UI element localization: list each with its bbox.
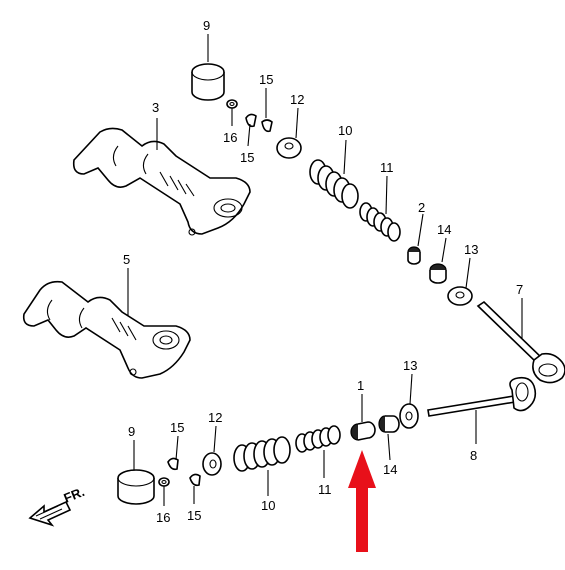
upper-inner-spring-11 — [359, 202, 401, 242]
lower-inner-spring-11 — [295, 425, 341, 453]
callout-upper-14: 14 — [437, 222, 451, 237]
upper-valve-7 — [476, 300, 565, 384]
front-direction-label: FR. — [62, 484, 87, 506]
callout-lower-10: 10 — [261, 498, 275, 513]
callout-upper-10: 10 — [338, 123, 352, 138]
callout-upper-15b: 15 — [240, 150, 254, 165]
callout-lower-12: 12 — [208, 410, 222, 425]
leader-lower-15a — [175, 435, 179, 461]
callout-lower-16: 16 — [156, 510, 170, 525]
upper-tappet-9 — [191, 63, 225, 101]
lower-washer-13 — [399, 403, 419, 429]
upper-camshaft-3 — [72, 127, 251, 236]
callout-upper-16: 16 — [223, 130, 237, 145]
callout-lower-14: 14 — [383, 462, 397, 477]
callout-mid-5: 5 — [123, 252, 130, 267]
callout-lower-9: 9 — [128, 424, 135, 439]
upper-outer-spring-10 — [309, 159, 359, 209]
lower-valve-8 — [427, 376, 537, 417]
leader-upper-12 — [295, 107, 299, 139]
leader-upper-10 — [343, 139, 347, 175]
callout-lower-11: 11 — [318, 482, 332, 497]
callout-upper-3: 3 — [152, 100, 159, 115]
leader-upper-2 — [417, 213, 424, 247]
upper-retainer-12 — [276, 137, 302, 159]
callout-upper-13: 13 — [464, 242, 478, 257]
callout-upper-12: 12 — [290, 92, 304, 107]
upper-seal-14 — [429, 263, 447, 284]
lower-part-1 — [350, 421, 376, 441]
leader-lower-13 — [409, 373, 413, 405]
leader-upper-14 — [441, 237, 447, 263]
leader-upper-15b — [247, 123, 251, 147]
upper-shim-16 — [226, 99, 238, 109]
lower-outer-spring-10 — [233, 436, 291, 472]
upper-keepers-15 — [245, 113, 273, 133]
callout-lower-15b: 15 — [187, 508, 201, 523]
callout-upper-15a: 15 — [259, 72, 273, 87]
callout-upper-2: 2 — [418, 200, 425, 215]
middle-camshaft-5 — [22, 280, 191, 379]
leader-lower-12 — [213, 425, 217, 453]
lower-shim-16 — [158, 477, 170, 487]
callout-lower-1: 1 — [357, 378, 364, 393]
callout-upper-7: 7 — [516, 282, 523, 297]
callout-upper-9: 9 — [203, 18, 210, 33]
lower-seal-14 — [378, 415, 400, 433]
callout-lower-13: 13 — [403, 358, 417, 373]
lower-tappet-9 — [117, 469, 155, 505]
upper-part-2 — [407, 246, 421, 265]
leader-lower-14 — [387, 433, 391, 461]
callout-lower-8: 8 — [470, 448, 477, 463]
upper-washer-13 — [447, 286, 473, 306]
lower-keepers-15 — [167, 457, 201, 487]
leader-upper-11 — [385, 175, 388, 215]
front-direction-arrow — [28, 500, 72, 527]
callout-upper-11: 11 — [380, 160, 394, 175]
callout-lower-15a: 15 — [170, 420, 184, 435]
leader-upper-13 — [465, 257, 471, 289]
highlight-arrow-up — [348, 450, 376, 552]
lower-retainer-12 — [202, 452, 222, 476]
